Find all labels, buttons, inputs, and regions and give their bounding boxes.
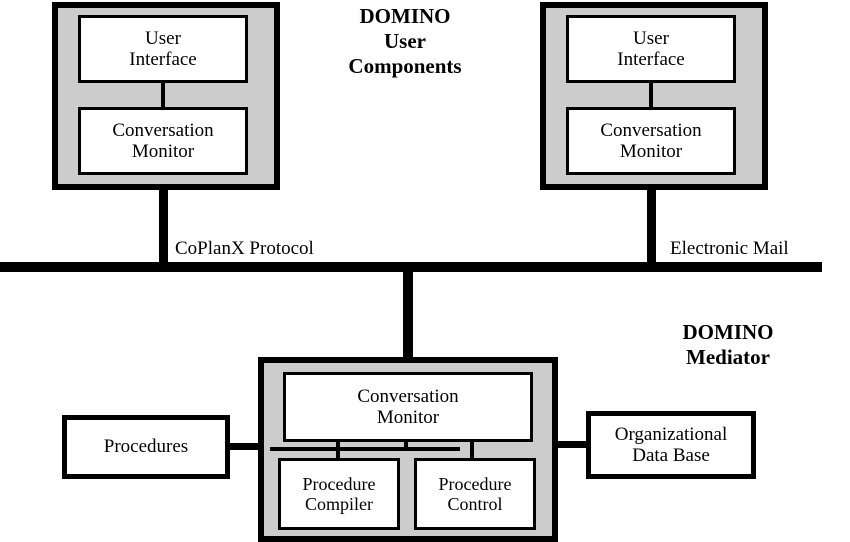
communication-bus [0,262,822,272]
title-domino-mediator: DOMINO Mediator [682,320,774,370]
conversation-monitor-box-mediator: Conversation Monitor [283,372,533,442]
connector-left-unit-to-bus [159,188,168,264]
procedure-control-box: Procedure Control [414,458,536,530]
connector-left-ui-to-cm [161,82,165,108]
connector-mediator-to-organizational-data-base [554,441,588,448]
connector-mediator-cm-stem [404,440,408,450]
organizational-data-base-box: Organizational Data Base [586,411,756,479]
title-domino-user-components: DOMINO User Components [348,4,462,79]
connector-right-unit-to-bus [647,188,656,264]
connector-bus-to-mediator [403,270,413,360]
procedures-box: Procedures [62,415,230,479]
bus-label-coplanx-protocol: CoPlanX Protocol [175,238,314,259]
connector-mediator-to-procedure-control [470,442,474,460]
conversation-monitor-box-right: Conversation Monitor [566,107,736,175]
connector-procedures-to-mediator [228,443,262,450]
conversation-monitor-box-left: Conversation Monitor [78,107,248,175]
connector-right-ui-to-cm [649,82,653,108]
connector-mediator-to-procedure-compiler [336,442,340,460]
connector-mediator-bus-horizontal [270,447,460,451]
user-interface-box-right: User Interface [566,15,736,83]
user-interface-box-left: User Interface [78,15,248,83]
procedure-compiler-box: Procedure Compiler [278,458,400,530]
bus-label-electronic-mail: Electronic Mail [670,238,789,259]
